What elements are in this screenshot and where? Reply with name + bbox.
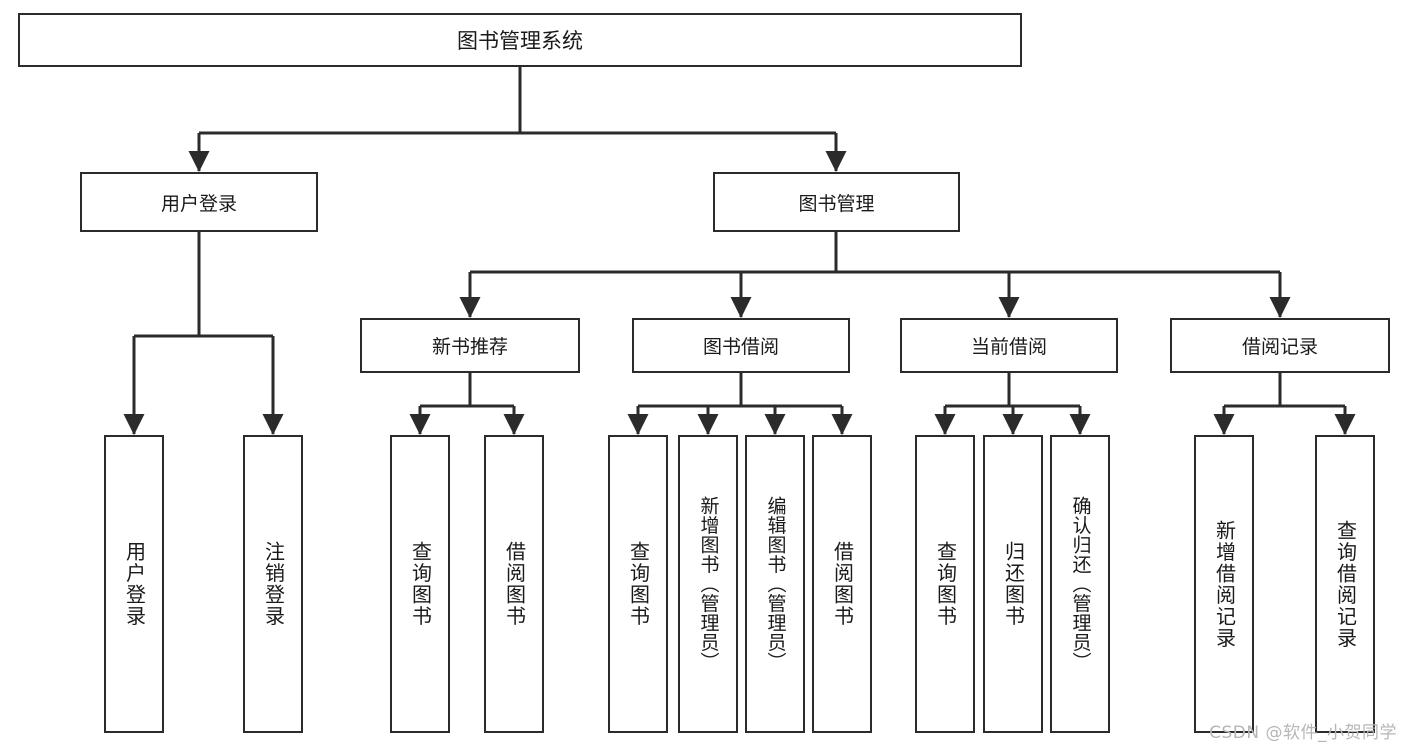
node-current-borrow[interactable]: 当前借阅 [900, 318, 1118, 373]
leaf-return-book[interactable]: 归还图书 [983, 435, 1043, 733]
leaf-confirm-return[interactable]: 确认归还（管理员） [1050, 435, 1110, 733]
leaf-user-login-label: 用户登录 [122, 541, 147, 627]
leaf-confirm-return-label: 确认归还（管理员） [1069, 496, 1092, 672]
leaf-query-book-2[interactable]: 查询图书 [608, 435, 668, 733]
node-new-book-recommend[interactable]: 新书推荐 [360, 318, 580, 373]
leaf-user-logout[interactable]: 注销登录 [243, 435, 303, 733]
node-book-borrow-label: 图书借阅 [702, 336, 779, 358]
watermark: CSDN @软件_小贺同学 [1209, 723, 1397, 743]
leaf-query-book-1-label: 查询图书 [408, 541, 433, 627]
node-root-label: 图书管理系统 [457, 29, 583, 53]
leaf-add-book[interactable]: 新增图书（管理员） [678, 435, 738, 733]
node-book-management[interactable]: 图书管理 [713, 172, 960, 232]
node-user-login-label: 用户登录 [160, 192, 237, 215]
leaf-borrow-book-1-label: 借阅图书 [502, 541, 527, 627]
node-book-management-label: 图书管理 [798, 192, 875, 215]
leaf-query-record[interactable]: 查询借阅记录 [1315, 435, 1375, 733]
leaf-borrow-book-1[interactable]: 借阅图书 [484, 435, 544, 733]
leaf-query-book-3[interactable]: 查询图书 [915, 435, 975, 733]
leaf-add-record[interactable]: 新增借阅记录 [1194, 435, 1254, 733]
leaf-query-book-1[interactable]: 查询图书 [390, 435, 450, 733]
leaf-borrow-book-2-label: 借阅图书 [830, 541, 855, 627]
node-new-book-recommend-label: 新书推荐 [431, 336, 508, 358]
leaf-query-record-label: 查询借阅记录 [1333, 519, 1358, 649]
leaf-add-record-label: 新增借阅记录 [1212, 519, 1237, 649]
leaf-edit-book[interactable]: 编辑图书（管理员） [745, 435, 805, 733]
node-borrow-record-label: 借阅记录 [1241, 336, 1318, 358]
node-book-borrow[interactable]: 图书借阅 [632, 318, 850, 373]
node-root[interactable]: 图书管理系统 [18, 13, 1022, 67]
leaf-query-book-3-label: 查询图书 [933, 541, 958, 627]
node-current-borrow-label: 当前借阅 [970, 336, 1047, 358]
leaf-return-book-label: 归还图书 [1001, 541, 1026, 627]
leaf-add-book-label: 新增图书（管理员） [697, 496, 720, 672]
leaf-user-login[interactable]: 用户登录 [104, 435, 164, 733]
leaf-user-logout-label: 注销登录 [261, 541, 286, 627]
node-borrow-record[interactable]: 借阅记录 [1170, 318, 1390, 373]
leaf-edit-book-label: 编辑图书（管理员） [764, 496, 787, 672]
leaf-query-book-2-label: 查询图书 [626, 541, 651, 627]
leaf-borrow-book-2[interactable]: 借阅图书 [812, 435, 872, 733]
node-user-login[interactable]: 用户登录 [80, 172, 318, 232]
